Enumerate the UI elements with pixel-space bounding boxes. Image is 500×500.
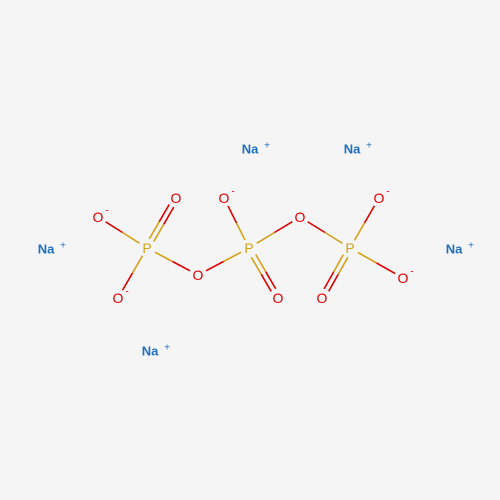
atom-na1: Na +	[242, 141, 270, 157]
bond-p1-o_p1_bottom-b	[121, 272, 134, 291]
atom-symbol: O	[113, 290, 124, 306]
bond-p2-o_p2_bottom-line1-b	[265, 271, 277, 290]
atom-charge: -	[105, 206, 108, 217]
bond-p3-o_p3_bottom-line1-b	[327, 273, 339, 292]
atom-o_p3_bottom: O	[317, 290, 328, 306]
atom-symbol: O	[273, 290, 284, 306]
bond-p3-o_p3_bottom-line2-b	[323, 271, 335, 290]
bond-p3-o_p3_bottom-line1-a	[337, 256, 349, 275]
atom-symbol: O	[93, 209, 104, 225]
atom-charge: +	[366, 141, 372, 152]
atom-symbol: P	[244, 240, 253, 256]
atom-symbol: O	[398, 270, 409, 286]
atom-o_p2_bottom: O	[273, 290, 284, 306]
bond-p1-o_bridge1-b	[172, 260, 191, 272]
atom-symbol: Na	[344, 142, 361, 157]
atom-o_p1_left: O-	[93, 206, 109, 226]
atom-p1: P	[142, 240, 151, 256]
atom-charge: -	[386, 187, 389, 198]
atom-o_p2_top: O-	[219, 187, 235, 207]
atom-charge: +	[264, 141, 270, 152]
bond-p1-o_p1_top-line1-b	[158, 204, 170, 223]
atom-symbol: P	[345, 240, 354, 256]
atom-symbol: O	[193, 267, 204, 283]
bond-p2-o_p2_bottom-line2-a	[250, 256, 262, 275]
bond-p1-o_p1_top-line2-a	[153, 223, 165, 242]
atom-na3: Na +	[38, 241, 66, 257]
atom-o_bridge1: O	[193, 267, 204, 283]
atom-o_p3_right: O-	[398, 267, 414, 287]
bond-p1-o_p1_left-b	[105, 221, 123, 234]
atom-symbol: Na	[242, 142, 259, 157]
bonds-layer	[105, 204, 396, 292]
bond-p3-o_p3_right-a	[357, 251, 377, 264]
atom-o_bridge2: O	[295, 209, 306, 225]
bond-o_bridge1-p2-a	[205, 260, 224, 272]
atom-na2: Na +	[344, 141, 372, 157]
bond-p2-o_p2_bottom-line1-a	[255, 254, 267, 273]
bond-p2-o_p2_top-b	[227, 205, 238, 224]
atom-charge: +	[60, 241, 66, 252]
atom-o_p1_top: O	[171, 190, 182, 206]
atom-o_p3_top: O-	[374, 187, 390, 207]
bond-o_bridge2-p3-a	[307, 221, 326, 234]
bond-p1-o_p1_bottom-a	[131, 255, 144, 274]
bond-p2-o_bridge2-b	[274, 220, 293, 234]
atom-na4: Na +	[446, 241, 474, 257]
atom-symbol: O	[219, 190, 230, 206]
atom-charge: +	[468, 241, 474, 252]
atom-symbol: Na	[446, 242, 463, 257]
atom-symbol: O	[171, 190, 182, 206]
bond-o_bridge2-p3-b	[324, 231, 343, 244]
bond-p2-o_p2_bottom-line2-b	[260, 273, 272, 292]
atom-symbol: P	[142, 240, 151, 256]
atom-symbol: Na	[142, 344, 159, 359]
bond-p3-o_p3_top-b	[363, 205, 376, 224]
bond-p1-o_bridge1-a	[154, 251, 173, 263]
atom-na5: Na +	[142, 343, 170, 359]
bond-p3-o_p3_bottom-line2-a	[333, 254, 345, 273]
atom-symbol: O	[374, 190, 385, 206]
bond-p1-o_p1_top-line2-b	[163, 206, 175, 225]
bond-o_bridge1-p2-b	[223, 251, 242, 263]
atom-charge: -	[231, 187, 234, 198]
atom-p2: P	[244, 240, 253, 256]
atom-charge: -	[125, 287, 128, 298]
atom-symbol: O	[317, 290, 328, 306]
bond-p2-o_p2_top-a	[235, 222, 246, 241]
bond-p1-o_p1_left-a	[122, 231, 140, 244]
atom-symbol: O	[295, 209, 306, 225]
atom-p3: P	[345, 240, 354, 256]
atom-symbol: Na	[38, 242, 55, 257]
bond-p3-o_p3_top-a	[353, 222, 366, 241]
bond-p2-o_bridge2-a	[256, 231, 275, 245]
atom-charge: -	[410, 267, 413, 278]
atom-o_p1_bottom: O-	[113, 287, 129, 307]
bond-p1-o_p1_top-line1-a	[148, 221, 160, 240]
bond-p3-o_p3_right-b	[376, 262, 396, 275]
atom-charge: +	[164, 343, 170, 354]
